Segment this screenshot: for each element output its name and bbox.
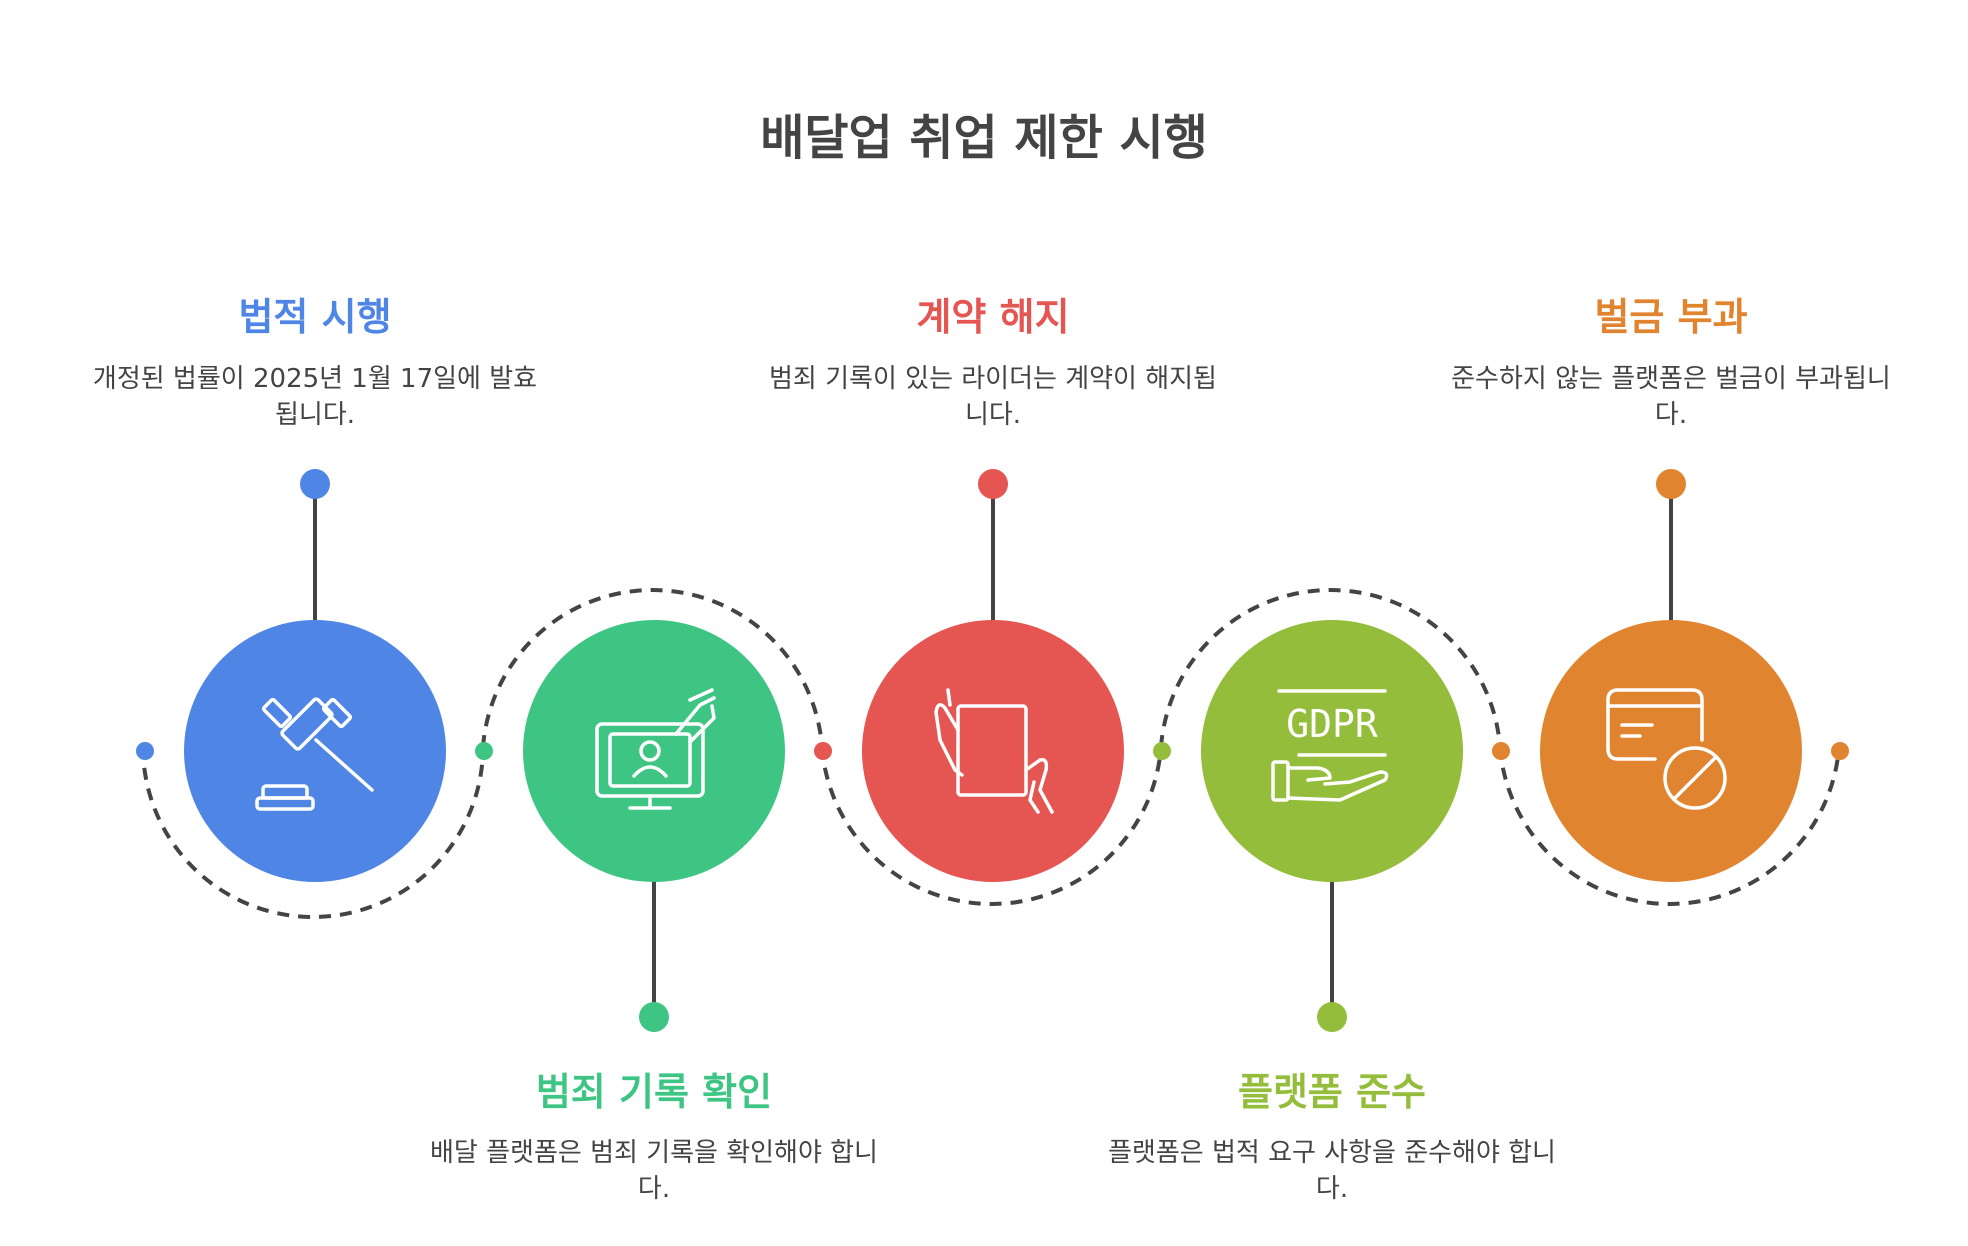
step-circle-5 [1540, 620, 1802, 882]
gavel-icon [255, 697, 374, 811]
tearing-document-icon [934, 688, 1054, 814]
connector-arc [1159, 588, 1502, 748]
step-heading-3: 계약 해지 [916, 295, 1070, 339]
step-description-4: 플랫폼은 법적 요구 사항을 준수해야 합니다. [1108, 1138, 1556, 1204]
junction-dot [1492, 742, 1510, 760]
computer-user-check-icon [595, 688, 716, 810]
stem-dot [1317, 1002, 1347, 1032]
junction-dot [475, 742, 493, 760]
gdpr-label: GDPR [1286, 702, 1378, 746]
step-circle-4 [1201, 620, 1463, 882]
step-heading-2: 범죄 기록 확인 [535, 1070, 773, 1114]
junction-dot [814, 742, 832, 760]
step-heading-4: 플랫폼 준수 [1237, 1070, 1427, 1114]
connector-arc [481, 588, 824, 748]
junction-dot [1831, 742, 1849, 760]
stem-dot [300, 469, 330, 499]
connector-arc [820, 746, 1163, 906]
step-heading-5: 벌금 부과 [1594, 295, 1748, 339]
stem-dot [1656, 469, 1686, 499]
connector-arc [1498, 746, 1841, 906]
gdpr-hand-icon: GDPR [1271, 689, 1389, 802]
blocked-card-icon [1606, 688, 1727, 810]
step-description-1: 개정된 법률이 2025년 1월 17일에 발효됩니다. [92, 364, 538, 430]
step-circle-3 [862, 620, 1124, 882]
step-description-3: 범죄 기록이 있는 라이더는 계약이 해지됩니다. [769, 364, 1217, 430]
page-title: 배달업 취업 제한 시행 [760, 110, 1208, 166]
connector-arc [141, 746, 485, 919]
stem-dot [639, 1002, 669, 1032]
junction-dot [1153, 742, 1171, 760]
step-description-2: 배달 플랫폼은 범죄 기록을 확인해야 합니다. [430, 1138, 878, 1204]
step-description-5: 준수하지 않는 플랫폼은 벌금이 부과됩니다. [1451, 364, 1891, 430]
step-circle-2 [523, 620, 785, 882]
step-circle-1 [184, 620, 446, 882]
junction-dot [136, 742, 154, 760]
stem-dot [978, 469, 1008, 499]
step-heading-1: 법적 시행 [238, 295, 392, 339]
